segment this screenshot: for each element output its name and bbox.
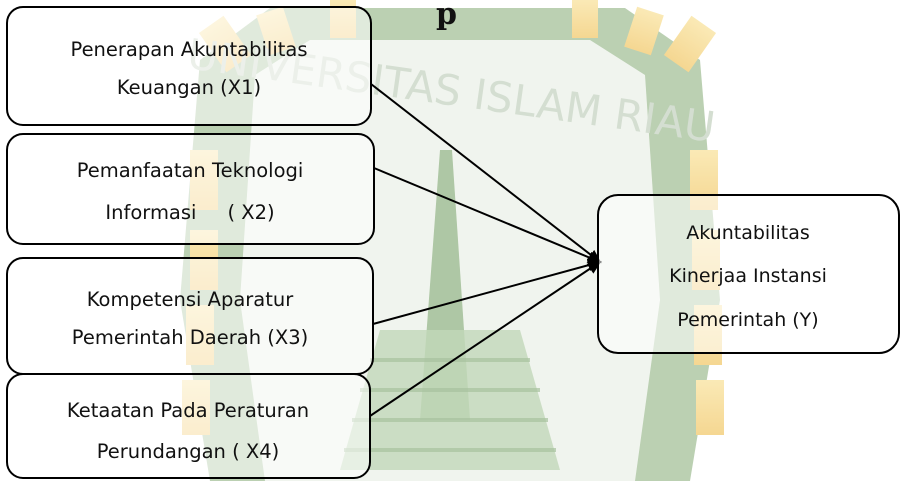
section-title: p	[436, 0, 457, 32]
box-x2-line2: Informasi ( X2)	[105, 201, 274, 224]
arrow-x4-to-y	[369, 260, 602, 417]
variable-box-x1: Penerapan Akuntabilitas Keuangan (X1)	[6, 6, 372, 126]
box-y-line1: Akuntabilitas	[686, 222, 809, 244]
box-x4-line1: Ketaatan Pada Peraturan	[67, 399, 309, 422]
arrow-x3-to-y	[372, 259, 602, 325]
box-x3-line1: Kompetensi Aparatur	[87, 288, 295, 311]
box-x4-line2: Perundangan ( X4)	[97, 440, 280, 463]
box-y-line3: Pemerintah (Y)	[677, 309, 818, 331]
connector-lines	[369, 83, 602, 417]
box-y-line2: Kinerjaa Instansi	[669, 265, 827, 287]
variable-box-y: Akuntabilitas Kinerjaa Instansi Pemerint…	[597, 194, 900, 354]
variable-box-x3: Kompetensi Aparatur Pemerintah Daerah (X…	[6, 257, 374, 375]
variable-box-x2: Pemanfaatan Teknologi Informasi ( X2)	[6, 133, 375, 245]
variable-box-x4: Ketaatan Pada Peraturan Perundangan ( X4…	[6, 373, 371, 479]
box-x2-line1: Pemanfaatan Teknologi	[77, 159, 304, 182]
arrow-x1-to-y	[370, 83, 602, 264]
box-x3-line2: Pemerintah Daerah (X3)	[72, 326, 308, 349]
box-x1-line2: Keuangan (X1)	[117, 76, 261, 99]
box-x1-line1: Penerapan Akuntabilitas	[71, 38, 308, 61]
arrow-x2-to-y	[373, 167, 602, 263]
